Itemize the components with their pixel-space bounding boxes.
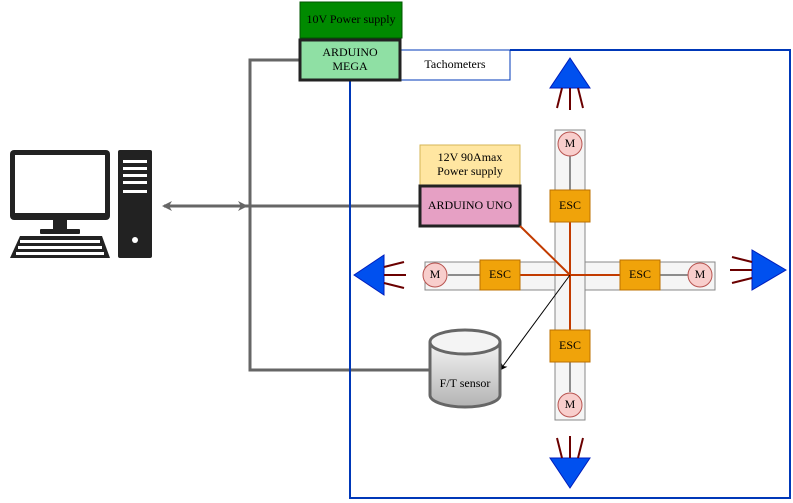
motor-bottom bbox=[557, 392, 583, 418]
motor-top bbox=[557, 131, 583, 157]
esc-right-label: ESC bbox=[628, 267, 651, 282]
motor-right bbox=[687, 262, 713, 288]
computer-icon bbox=[10, 150, 152, 258]
motor-left-label: M bbox=[429, 267, 441, 282]
thruster-left bbox=[353, 254, 406, 296]
esc-left-label: ESC bbox=[488, 267, 511, 282]
arduino-mega-box bbox=[298, 38, 402, 82]
motor-top-label: M bbox=[564, 136, 576, 151]
esc-bottom-box bbox=[549, 329, 591, 363]
power-supply-10v-box bbox=[299, 1, 403, 39]
arduino-mega-label: ARDUINO MEGA bbox=[322, 45, 378, 73]
esc-left-box bbox=[479, 259, 521, 291]
usb-wiring bbox=[162, 58, 430, 372]
esc-bottom-label: ESC bbox=[558, 338, 581, 353]
motor-esc-wiring bbox=[448, 155, 688, 392]
esc-right-box bbox=[619, 259, 661, 291]
ft-sensor-cylinder bbox=[428, 328, 502, 409]
arduino-uno-label: ARDUINO UNO bbox=[427, 198, 513, 213]
thruster-bottom bbox=[549, 436, 591, 489]
arduino-uno-box bbox=[418, 184, 522, 228]
esc-top-label: ESC bbox=[558, 198, 581, 213]
motor-left bbox=[422, 262, 448, 288]
esc-top-box bbox=[549, 189, 591, 223]
power-supply-10v-label: 10V Power supply bbox=[306, 12, 396, 27]
thruster-right bbox=[730, 249, 787, 291]
motor-bottom-label: M bbox=[564, 397, 576, 412]
ft-sensor-link bbox=[499, 274, 571, 371]
power-supply-12v-label: 12V 90Amax Power supply bbox=[437, 150, 503, 178]
tachometer-wiring bbox=[349, 49, 791, 499]
tachometers-label: Tachometers bbox=[424, 57, 486, 72]
tachometers-box bbox=[399, 49, 511, 81]
thruster-top bbox=[549, 57, 591, 110]
power-distribution-wiring bbox=[519, 222, 620, 330]
ft-sensor-label: F/T sensor bbox=[439, 376, 491, 391]
motor-right-label: M bbox=[694, 267, 706, 282]
